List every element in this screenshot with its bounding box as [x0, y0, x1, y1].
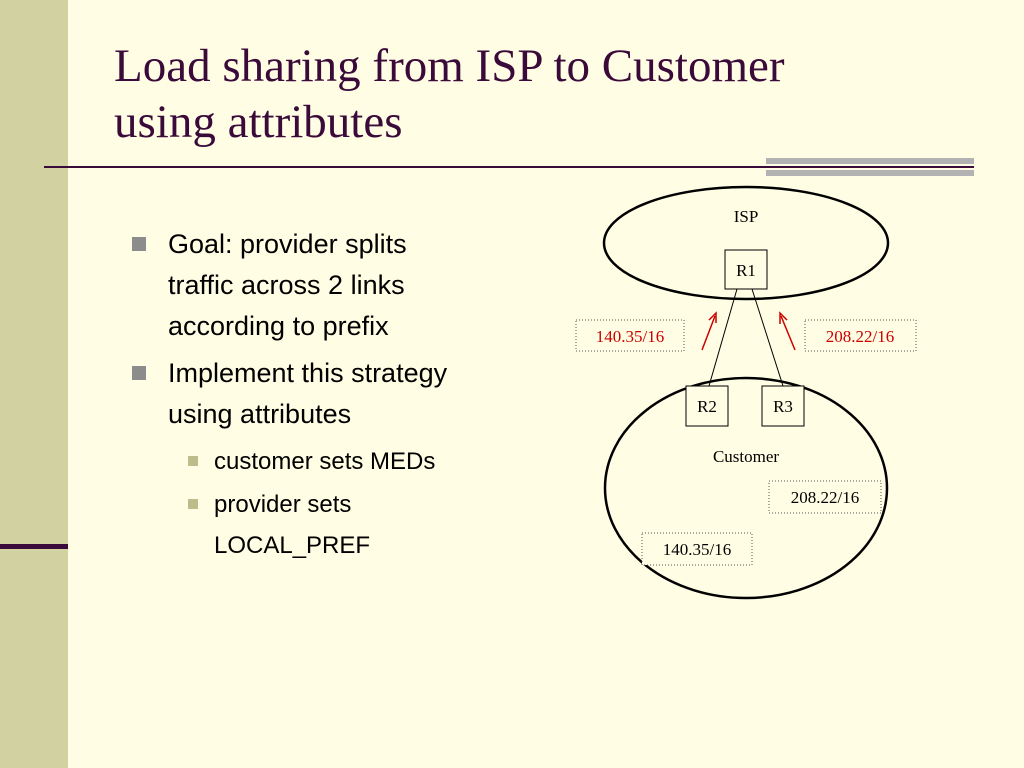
bullet-square-icon [132, 366, 146, 380]
advertised-prefix-right: 208.22/16 [826, 327, 894, 346]
arrowhead-up-icon [708, 311, 717, 323]
advertise-arrow-left [701, 315, 716, 351]
subbullet-text: provider sets [214, 491, 352, 518]
bullet-text: according to prefix [168, 311, 389, 341]
subbullet-text: customer sets MEDs [214, 448, 436, 475]
advertised-prefix-right-box [804, 319, 917, 352]
accent-bar [766, 158, 974, 164]
subbullet-text: LOCAL_PREF [214, 532, 371, 559]
subbullet-med: customer sets MEDs [168, 441, 552, 482]
bullet-text: Implement this strategy [168, 358, 448, 388]
link-r1-r2 [708, 288, 738, 387]
customer-prefix-right-box [768, 480, 882, 514]
bullet-implement: Implement this strategy using attributes [132, 353, 552, 435]
subbullet-local-pref: provider sets LOCAL_PREF [168, 484, 552, 566]
title-line-2: using attributes [114, 96, 403, 148]
isp-label: ISP [734, 207, 759, 226]
subbullet-square-icon [188, 499, 198, 509]
customer-ellipse [603, 376, 889, 600]
isp-ellipse [602, 185, 890, 301]
bullet-square-icon [132, 237, 146, 251]
advertised-prefix-left-box [575, 319, 685, 352]
left-side-band [0, 0, 68, 768]
accent-bar [766, 170, 974, 176]
router-r3-label: R3 [773, 397, 793, 416]
customer-prefix-right: 208.22/16 [791, 488, 859, 507]
arrowhead-up-icon [779, 311, 788, 324]
title-line-1: Load sharing from ISP to Customer [114, 40, 785, 92]
customer-prefix-left-box [641, 532, 753, 566]
customer-prefix-left: 140.35/16 [663, 540, 731, 559]
bullet-list: Goal: provider splits traffic across 2 l… [132, 224, 552, 568]
router-r3 [761, 385, 805, 427]
advertise-arrow-right [780, 315, 796, 351]
router-r2 [685, 385, 729, 427]
slide-title: Load sharing from ISP to Customer using … [114, 38, 974, 150]
router-r2-label: R2 [697, 397, 717, 416]
bullet-text: using attributes [168, 399, 352, 429]
customer-label: Customer [713, 447, 779, 466]
bullet-text: traffic across 2 links [168, 270, 405, 300]
bullet-text: Goal: provider splits [168, 229, 407, 259]
advertised-prefix-left: 140.35/16 [596, 327, 664, 346]
bullet-goal: Goal: provider splits traffic across 2 l… [132, 224, 552, 347]
left-band-rule [0, 544, 68, 549]
subbullet-square-icon [188, 456, 198, 466]
title-divider [44, 166, 974, 168]
link-r1-r3 [751, 288, 784, 387]
router-r1 [724, 249, 768, 290]
router-r1-label: R1 [736, 261, 756, 280]
